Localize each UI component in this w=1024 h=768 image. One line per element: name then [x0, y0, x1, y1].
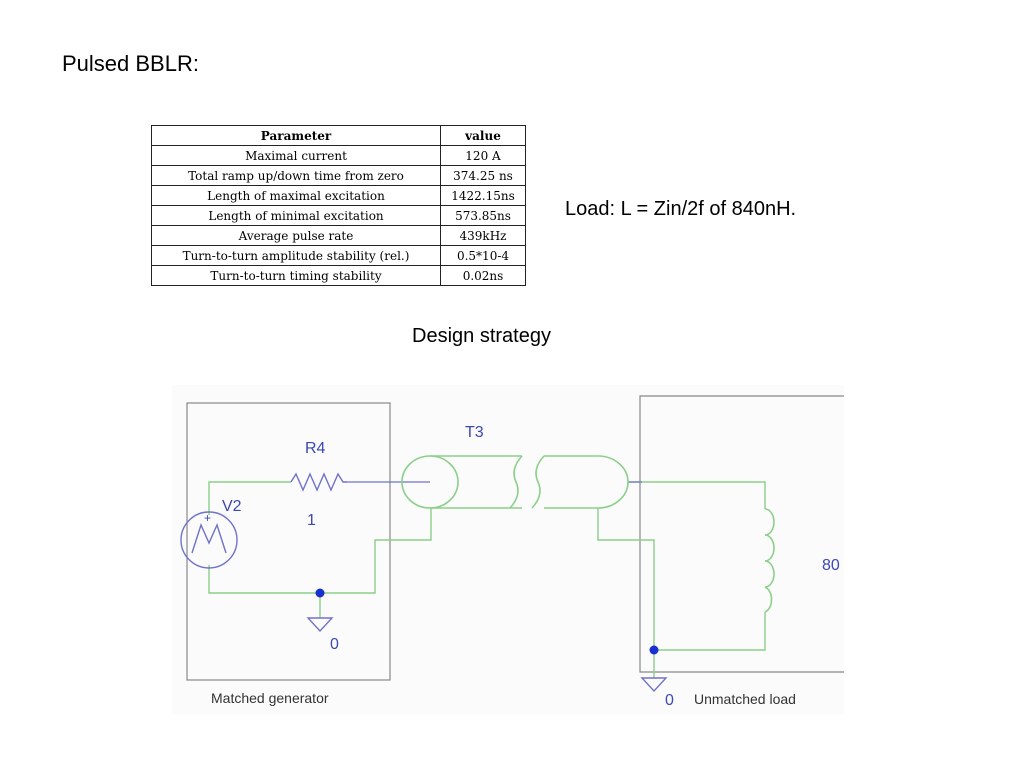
value-cell: 374.25 ns	[440, 165, 526, 186]
parameter-cell: Turn-to-turn amplitude stability (rel.)	[151, 245, 441, 266]
circuit-schematic: + R4 1 V2 T3 80 0 0 Matched generator Un…	[172, 385, 844, 715]
ground-label: 0	[665, 692, 674, 709]
table-row: Length of maximal excitation 1422.15ns	[151, 185, 526, 206]
table-row: Turn-to-turn amplitude stability (rel.) …	[151, 245, 526, 266]
generator-box	[186, 402, 391, 681]
parameter-cell: Length of maximal excitation	[151, 185, 441, 206]
resistor-name-label: R4	[305, 440, 326, 457]
table-header-row: Parameter value	[151, 125, 526, 146]
table-row: Total ramp up/down time from zero 374.25…	[151, 165, 526, 186]
wires	[208, 481, 766, 678]
header-value: value	[440, 125, 526, 146]
page-title: Pulsed BBLR:	[62, 51, 199, 76]
schematic-background	[172, 385, 844, 715]
resistor-r4	[290, 472, 347, 492]
load-caption: Unmatched load	[694, 691, 796, 707]
value-cell: 573.85ns	[440, 205, 526, 226]
svg-text:+: +	[204, 511, 211, 525]
voltage-source-v2: +	[180, 511, 238, 569]
parameter-table: Parameter value Maximal current 120 A To…	[151, 125, 526, 286]
parameter-cell: Average pulse rate	[151, 225, 441, 246]
resistor-value-label: 1	[307, 512, 316, 529]
ground-label: 0	[330, 636, 339, 653]
value-cell: 0.02ns	[440, 265, 526, 286]
parameter-cell: Length of minimal excitation	[151, 205, 441, 226]
value-cell: 0.5*10-4	[440, 245, 526, 266]
load-box	[639, 395, 844, 673]
table-row: Average pulse rate 439kHz	[151, 225, 526, 246]
value-cell: 120 A	[440, 145, 526, 166]
generator-caption: Matched generator	[211, 690, 329, 706]
transmission-line-t3	[401, 455, 629, 509]
parameter-cell: Turn-to-turn timing stability	[151, 265, 441, 286]
source-name-label: V2	[222, 498, 242, 515]
ground-icon	[640, 677, 668, 693]
table-row: Maximal current 120 A	[151, 145, 526, 166]
design-strategy-heading: Design strategy	[412, 325, 551, 347]
junction-node	[649, 645, 659, 655]
junction-node	[315, 588, 325, 598]
ground-icon	[306, 617, 334, 633]
tline-name-label: T3	[465, 424, 484, 441]
inductor-value-label: 80	[822, 557, 840, 574]
value-cell: 1422.15ns	[440, 185, 526, 206]
parameter-cell: Maximal current	[151, 145, 441, 166]
header-parameter: Parameter	[151, 125, 441, 146]
parameter-cell: Total ramp up/down time from zero	[151, 165, 441, 186]
load-note: Load: L = Zin/2f of 840nH.	[565, 198, 797, 220]
table-row: Turn-to-turn timing stability 0.02ns	[151, 265, 526, 286]
value-cell: 439kHz	[440, 225, 526, 246]
inductor	[764, 508, 775, 613]
table-row: Length of minimal excitation 573.85ns	[151, 205, 526, 226]
